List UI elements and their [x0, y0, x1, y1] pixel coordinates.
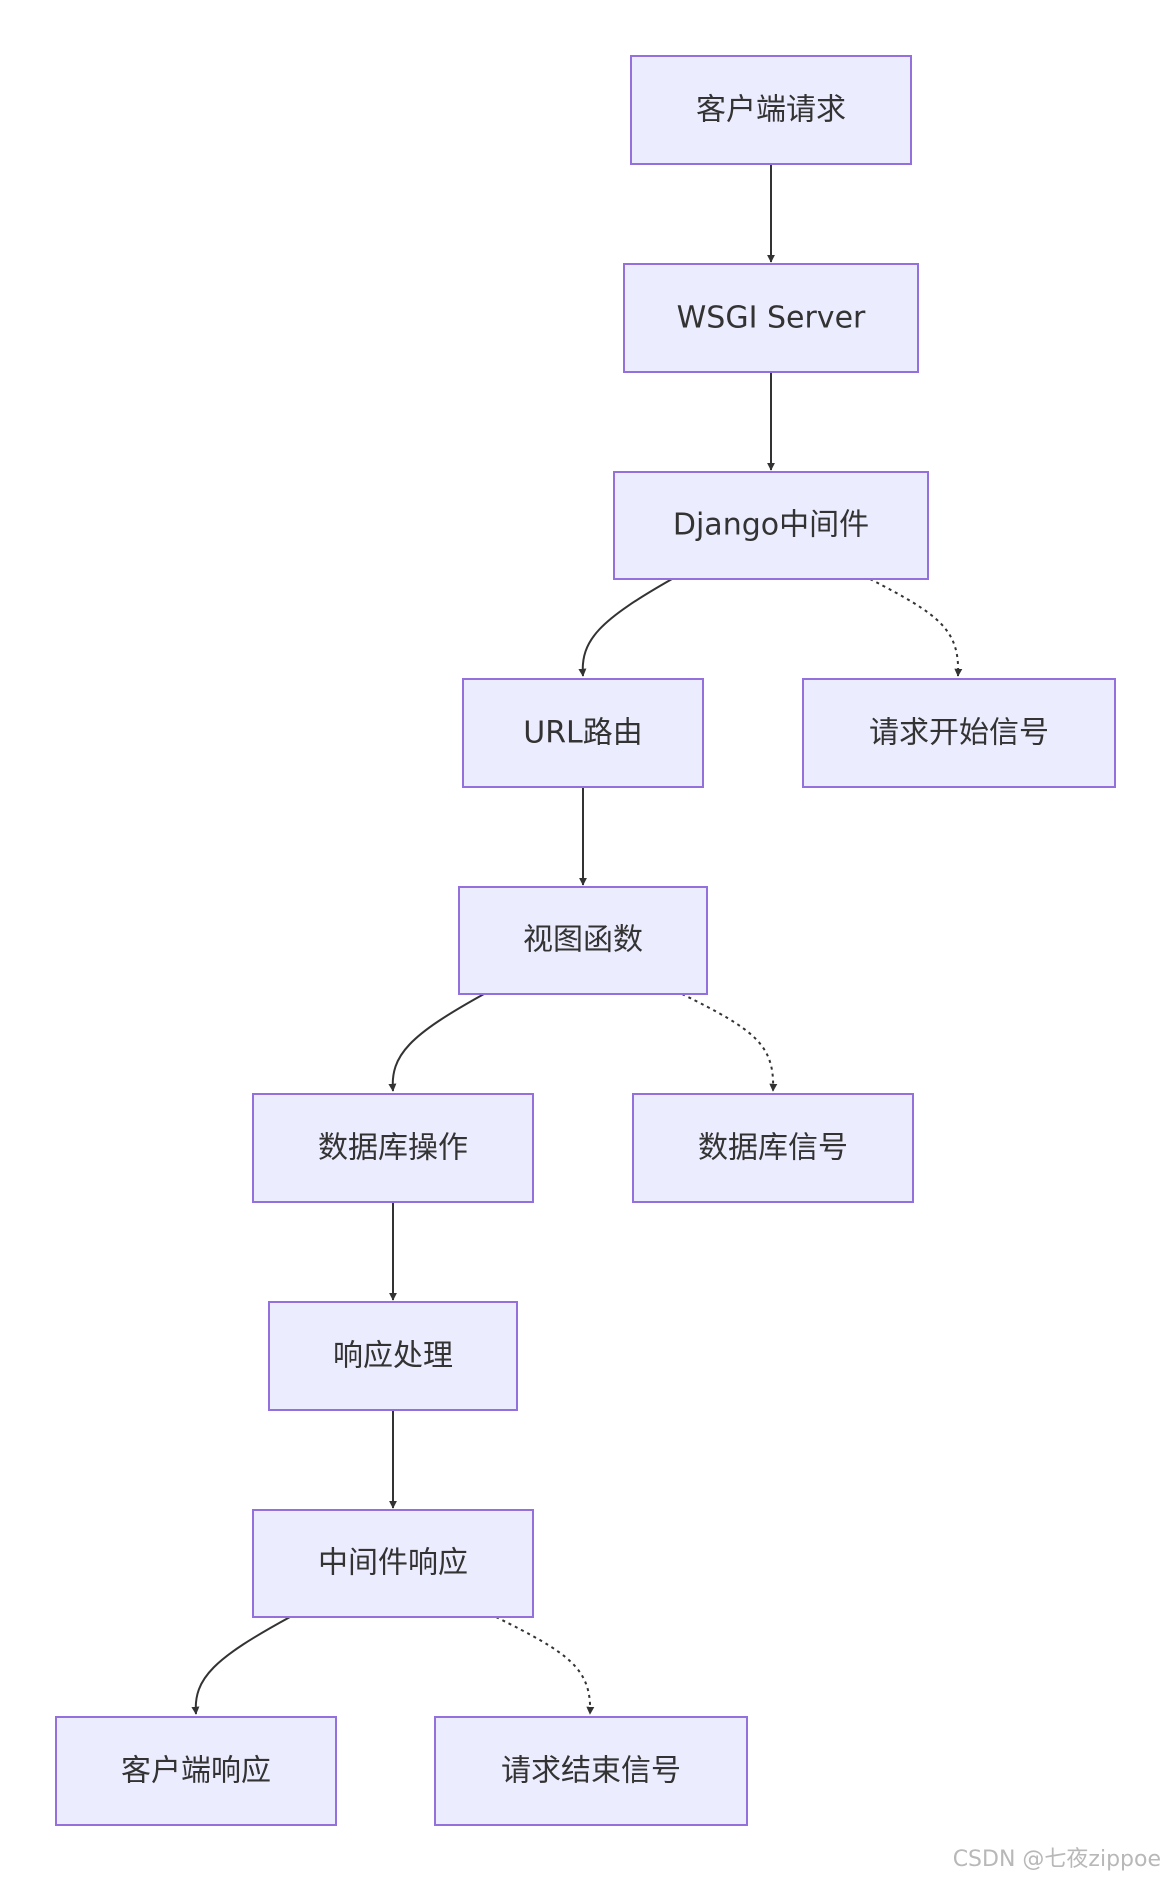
node-view-function-label: 视图函数: [523, 923, 643, 958]
edge-middleware-response-to-request-finished-signal: [495, 1616, 595, 1715]
edge-middleware-response-to-client-response: [191, 1616, 291, 1715]
node-client-request-label: 客户端请求: [696, 93, 846, 128]
edge-django-middleware-to-url-routing: [578, 578, 673, 677]
node-django-middleware-label: Django中间件: [673, 508, 869, 543]
node-view-function: 视图函数: [458, 886, 708, 995]
node-url-routing: URL路由: [462, 678, 704, 788]
node-wsgi-server-label: WSGI Server: [677, 301, 866, 336]
node-response-processing: 响应处理: [268, 1301, 518, 1411]
node-db-signal: 数据库信号: [632, 1093, 914, 1203]
node-request-finished-signal-label: 请求结束信号: [501, 1754, 681, 1789]
node-request-started-signal-label: 请求开始信号: [869, 716, 1049, 751]
node-client-request: 客户端请求: [630, 55, 912, 165]
node-db-operation: 数据库操作: [252, 1093, 534, 1203]
edge-view-function-to-db-signal: [681, 993, 778, 1092]
node-db-signal-label: 数据库信号: [698, 1131, 848, 1166]
edge-django-middleware-to-request-started-signal: [869, 578, 963, 677]
node-middleware-response-label: 中间件响应: [318, 1546, 468, 1581]
watermark: CSDN @七夜zippoe: [952, 1847, 1161, 1872]
node-client-response: 客户端响应: [55, 1716, 337, 1826]
node-wsgi-server: WSGI Server: [623, 263, 919, 373]
node-url-routing-label: URL路由: [523, 716, 643, 751]
node-response-processing-label: 响应处理: [333, 1339, 453, 1374]
edges: [191, 164, 963, 1715]
node-django-middleware: Django中间件: [613, 471, 929, 580]
node-client-response-label: 客户端响应: [121, 1754, 271, 1789]
node-db-operation-label: 数据库操作: [318, 1131, 468, 1166]
node-request-started-signal: 请求开始信号: [802, 678, 1116, 788]
edge-view-function-to-db-operation: [388, 993, 485, 1092]
node-middleware-response: 中间件响应: [252, 1509, 534, 1618]
nodes: 客户端请求 WSGI Server Django中间件 URL路由 请求开始信号…: [55, 55, 1116, 1826]
node-request-finished-signal: 请求结束信号: [434, 1716, 748, 1826]
